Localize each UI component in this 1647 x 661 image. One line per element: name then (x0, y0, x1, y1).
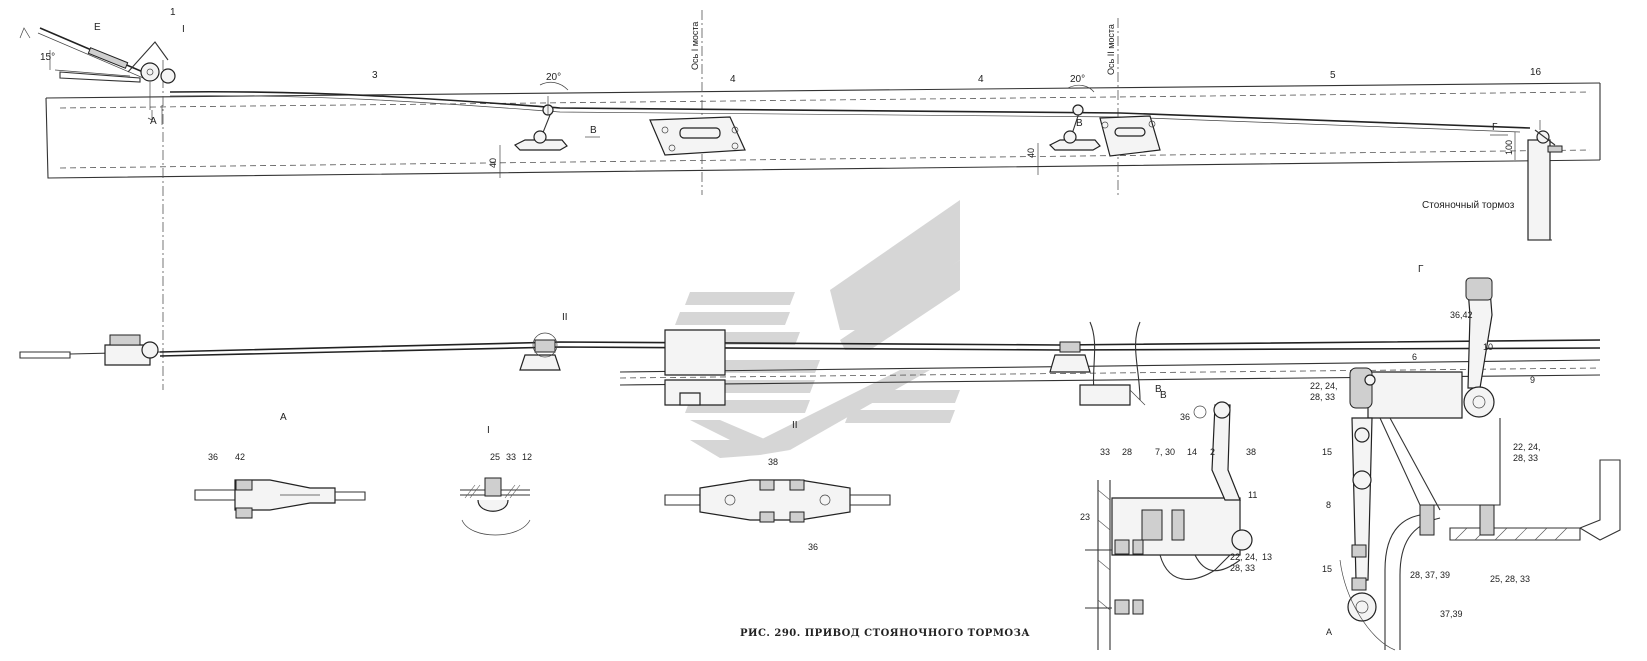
dim-40b: 40 (1026, 148, 1036, 158)
detail-v-2833: 28, 33 (1230, 563, 1255, 573)
detail-a (194, 479, 366, 519)
view-title-ii: II (792, 420, 798, 431)
detail-g-22b: 22, 24, (1513, 442, 1541, 452)
bracket-axle1-left (513, 96, 568, 151)
parking-brake-unit (1527, 120, 1563, 241)
label-i: I (182, 24, 185, 35)
detail-g-28a: 28, 33 (1310, 392, 1335, 402)
detail-v-14: 14 (1187, 447, 1197, 457)
detail-i-25: 25 (490, 452, 500, 462)
detail-i-12: 12 (522, 452, 532, 462)
top-frame-view (19, 10, 1601, 390)
view-title-g: Г (1418, 264, 1424, 275)
dim-40a: 40 (488, 158, 498, 168)
label-1: 1 (170, 7, 176, 18)
detail-g-9: 9 (1530, 375, 1535, 385)
axis-label-axle1: Ось I моста (690, 22, 700, 70)
detail-v-33: 33 (1100, 447, 1110, 457)
detail-g-283739: 28, 37, 39 (1410, 570, 1450, 580)
detail-a-36: 36 (208, 452, 218, 462)
detail-i-33: 33 (506, 452, 516, 462)
label-16: 16 (1530, 67, 1542, 78)
angle-20a: 20° (546, 72, 561, 83)
detail-v-28: 28 (1122, 447, 1132, 457)
watermark-logo (675, 200, 960, 458)
label-5: 5 (1330, 70, 1336, 81)
detail-v-36: 36 (1180, 412, 1190, 422)
detail-v-13: 13 (1262, 552, 1272, 562)
detail-g-22a: 22, 24, (1310, 381, 1338, 391)
detail-g (1339, 277, 1621, 651)
label-view-b-arrow: В (590, 125, 597, 136)
detail-v-730: 7, 30 (1155, 447, 1175, 457)
detail-i (460, 477, 531, 536)
angle-20b: 20° (1070, 74, 1085, 85)
view-title-v: В (1155, 384, 1162, 395)
detail-v (1085, 401, 1253, 650)
dim-100: 100 (1504, 140, 1514, 155)
detail-v-2: 2 (1210, 447, 1215, 457)
detail-ii-38: 38 (768, 457, 778, 467)
detail-g-8: 8 (1326, 500, 1331, 510)
label-v-callout: В (1160, 390, 1167, 401)
plan-view (19, 321, 1601, 406)
detail-g-10: 10 (1483, 342, 1493, 352)
label-a: А (150, 116, 157, 127)
axis-label-axle2: Ось II моста (1106, 24, 1116, 75)
angle-15: 15° (40, 52, 55, 63)
detail-v-23: 23 (1080, 512, 1090, 522)
detail-ii-36: 36 (808, 542, 818, 552)
label-4a: 4 (730, 74, 736, 85)
mount-plate-axle2 (1099, 115, 1161, 157)
detail-v-11: 11 (1248, 490, 1257, 500)
label-view-b-arrow2: В (1076, 118, 1083, 129)
detail-v-38: 38 (1246, 447, 1256, 457)
label-ii-callout: II (562, 312, 568, 323)
label-3: 3 (372, 70, 378, 81)
detail-v-22: 22, 24, (1230, 552, 1258, 562)
label-e: Е (94, 22, 101, 33)
bracket-axle2-left (1048, 104, 1101, 151)
detail-g-28b: 28, 33 (1513, 453, 1538, 463)
hand-lever (19, 27, 176, 110)
detail-g-3739: 37,39 (1440, 609, 1463, 619)
label-view-g-arrow: Г (1492, 122, 1498, 133)
detail-ii (664, 479, 891, 523)
detail-g-252833: 25, 28, 33 (1490, 574, 1530, 584)
detail-g-a: А (1326, 627, 1332, 637)
detail-g-15a: 15 (1322, 447, 1332, 457)
view-title-i: I (487, 425, 490, 436)
detail-g-6: 6 (1412, 352, 1417, 362)
detail-a-42: 42 (235, 452, 245, 462)
detail-g-3642: 36,42 (1450, 310, 1473, 320)
brake-label: Стояночный тормоз (1422, 200, 1515, 211)
view-title-a: А (280, 412, 287, 423)
figure-caption: РИС. 290. ПРИВОД СТОЯНОЧНОГО ТОРМОЗА (740, 628, 1030, 639)
label-4b: 4 (978, 74, 984, 85)
mount-plate-axle1 (649, 116, 746, 156)
detail-g-15b: 15 (1322, 564, 1332, 574)
